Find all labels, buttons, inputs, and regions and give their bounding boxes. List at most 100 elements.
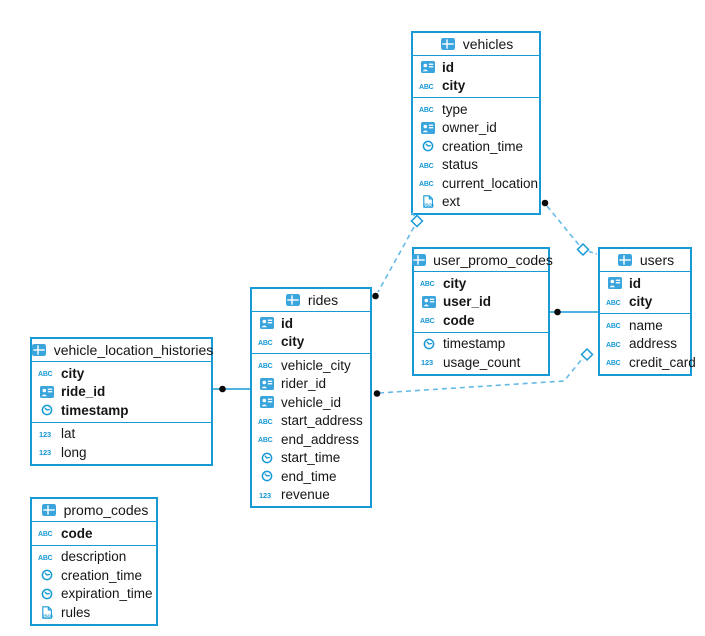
column-name: code bbox=[61, 525, 93, 541]
table-header[interactable]: users bbox=[600, 249, 690, 272]
text-icon bbox=[257, 416, 276, 426]
column-row: code bbox=[32, 524, 156, 543]
column-name: start_time bbox=[281, 450, 341, 466]
relation-user-promo-codes-users bbox=[550, 308, 598, 316]
number-icon bbox=[37, 429, 56, 439]
timestamp-icon bbox=[37, 404, 56, 416]
column-name: code bbox=[443, 312, 475, 328]
table-title: vehicle_location_histories bbox=[53, 342, 214, 358]
column-name: city bbox=[281, 334, 305, 350]
column-name: address bbox=[629, 336, 678, 352]
text-icon bbox=[37, 528, 56, 539]
column-row: timestamp bbox=[32, 401, 211, 420]
text-icon bbox=[418, 178, 437, 189]
number-icon bbox=[419, 357, 438, 368]
column-name: end_address bbox=[281, 431, 360, 447]
timestamp-icon bbox=[419, 338, 438, 350]
table-icon bbox=[284, 294, 303, 306]
column-row: address bbox=[600, 335, 690, 354]
column-row: expiration_time bbox=[32, 585, 156, 604]
uuid-icon bbox=[418, 121, 437, 134]
column-row: description bbox=[32, 548, 156, 567]
column-row: usage_count bbox=[414, 353, 548, 372]
table-title: user_promo_codes bbox=[433, 252, 553, 268]
table-header[interactable]: promo_codes bbox=[32, 499, 156, 522]
column-row: vehicle_id bbox=[252, 393, 370, 412]
table-header[interactable]: user_promo_codes bbox=[411, 249, 553, 272]
primary-key-section: id city bbox=[600, 272, 690, 314]
column-name: usage_count bbox=[443, 354, 521, 370]
uuid-icon bbox=[605, 277, 624, 290]
column-row: vehicle_city bbox=[252, 356, 370, 375]
table-header[interactable]: rides bbox=[252, 289, 370, 312]
column-row: start_time bbox=[252, 449, 370, 468]
text-icon bbox=[605, 320, 624, 331]
table-title: promo_codes bbox=[63, 502, 149, 518]
column-name: start_address bbox=[281, 413, 363, 429]
uuid-icon bbox=[257, 317, 276, 330]
uuid-icon bbox=[257, 377, 276, 390]
column-name: current_location bbox=[442, 175, 539, 191]
primary-key-section: id city bbox=[252, 312, 370, 354]
table-title: rides bbox=[307, 292, 339, 308]
text-icon bbox=[419, 278, 438, 289]
column-name: name bbox=[629, 317, 663, 333]
uuid-icon bbox=[37, 385, 56, 398]
column-row: timestamp bbox=[414, 335, 548, 354]
timestamp-icon bbox=[37, 588, 56, 600]
pk-diamond-marker bbox=[576, 242, 590, 257]
column-name: timestamp bbox=[61, 402, 129, 418]
column-row: id bbox=[252, 314, 370, 333]
text-icon bbox=[37, 368, 56, 379]
column-row: type bbox=[413, 100, 539, 119]
column-name: id bbox=[629, 275, 641, 291]
pk-diamond-marker bbox=[410, 214, 424, 228]
column-name: owner_id bbox=[442, 120, 497, 136]
table-icon bbox=[409, 254, 428, 266]
column-row: city bbox=[600, 293, 690, 312]
column-name: city bbox=[61, 365, 85, 381]
column-name: creation_time bbox=[61, 567, 143, 583]
column-name: user_id bbox=[443, 294, 492, 310]
text-icon bbox=[605, 339, 624, 349]
table-header[interactable]: vehicles bbox=[413, 33, 539, 56]
column-row: end_time bbox=[252, 467, 370, 486]
column-row: rules bbox=[32, 603, 156, 622]
column-row: city bbox=[413, 77, 539, 96]
text-icon bbox=[418, 160, 437, 170]
column-name: id bbox=[281, 315, 293, 331]
column-name: ride_id bbox=[61, 384, 106, 400]
table-icon bbox=[30, 344, 49, 356]
text-icon bbox=[605, 297, 624, 307]
timestamp-icon bbox=[37, 569, 56, 581]
column-name: lat bbox=[61, 426, 76, 442]
table-icon bbox=[616, 254, 635, 266]
table-header[interactable]: vehicle_location_histories bbox=[30, 339, 214, 362]
timestamp-icon bbox=[257, 452, 276, 464]
column-name: creation_time bbox=[442, 138, 524, 154]
fk-dot-marker bbox=[373, 390, 381, 397]
pk-diamond-marker bbox=[580, 347, 594, 362]
json-icon bbox=[37, 605, 56, 619]
json-icon bbox=[418, 195, 437, 209]
column-row: id bbox=[413, 58, 539, 77]
column-name: end_time bbox=[281, 468, 337, 484]
column-row: ext bbox=[413, 193, 539, 212]
text-icon bbox=[605, 357, 624, 368]
fk-dot-marker bbox=[219, 385, 226, 393]
column-row: long bbox=[32, 443, 211, 462]
number-icon bbox=[257, 490, 276, 500]
